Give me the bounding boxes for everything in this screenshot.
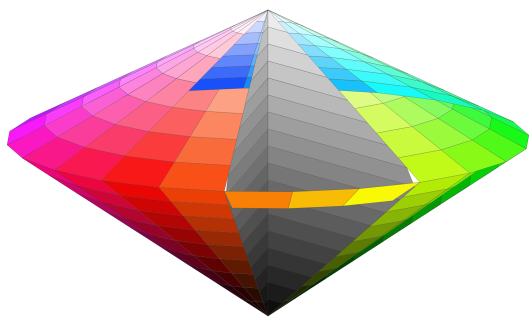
bicone-cutaway-ledge-facet	[224, 191, 292, 208]
